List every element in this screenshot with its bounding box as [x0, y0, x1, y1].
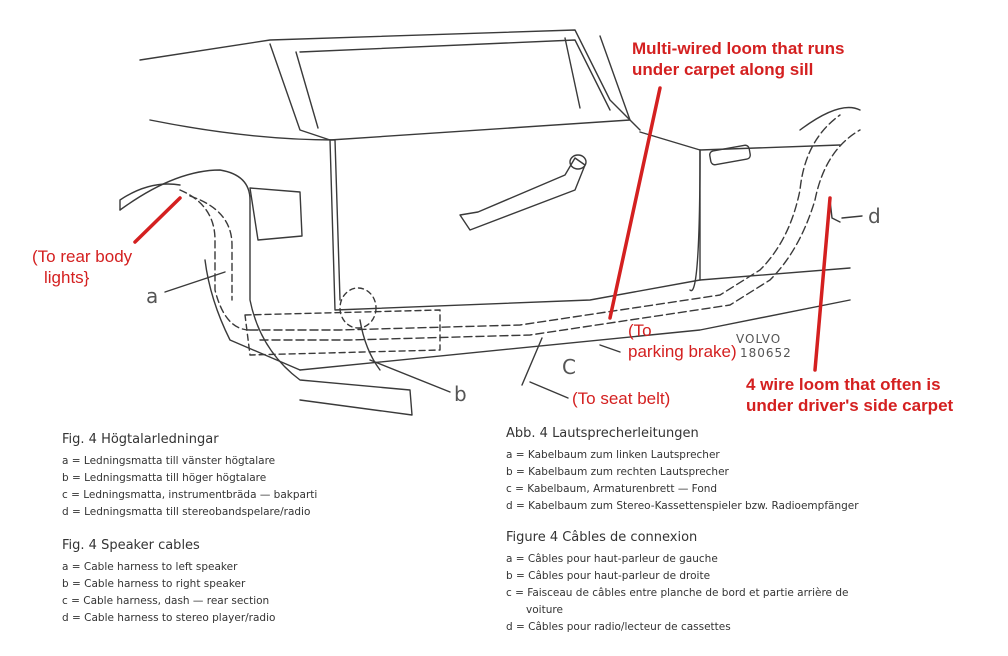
- legend-item: a = Kabelbaum zum linken Lautsprecher: [506, 449, 720, 461]
- legend-item: d = Kabelbaum zum Stereo-Kassettenspiele…: [506, 500, 859, 512]
- legend-item: a = Cable harness to left speaker: [62, 561, 238, 573]
- connector: [709, 144, 751, 166]
- door-outline: [329, 131, 701, 311]
- door-front-edge: [689, 149, 701, 292]
- legend-item: c = Faisceau de câbles entre planche de …: [506, 587, 849, 599]
- legend-item: b = Câbles pour haut-parleur de droite: [506, 570, 711, 582]
- leader-b: [369, 359, 451, 393]
- legend-english: Fig. 4 Speaker cables a = Cable harness …: [62, 538, 275, 627]
- annotation-seat-belt: (To seat belt): [572, 389, 671, 408]
- legend-item: b = Cable harness to right speaker: [62, 578, 246, 590]
- legend-item: c = Ledningsmatta, instrumentbräda — bak…: [62, 489, 318, 501]
- harness-d: [829, 199, 841, 223]
- label-d: d: [868, 204, 881, 228]
- legend-item: d = Cable harness to stereo player/radio: [62, 612, 276, 624]
- leader-a: [164, 271, 226, 293]
- volvo-mark: VOLVO 180652: [736, 332, 792, 360]
- b-pillar: [564, 37, 581, 109]
- main-loom-2: [259, 129, 861, 341]
- front-panel: [799, 106, 861, 131]
- legend-item: d = Câbles pour radio/lecteur de cassett…: [506, 621, 731, 633]
- arrow-rear-lights: [133, 196, 182, 244]
- harness-a-2: [189, 195, 233, 301]
- sill-lower: [299, 299, 851, 371]
- annotation-rear-body-lights: (To rear body lights}: [32, 247, 133, 288]
- legend-german-title: Abb. 4 Lautsprecherleitungen: [506, 426, 699, 441]
- legend-item: c = Cable harness, dash — rear section: [62, 595, 270, 607]
- label-c: C: [562, 355, 576, 379]
- leader-d: [841, 215, 863, 219]
- handle-knob: [569, 154, 587, 170]
- harness-b-loop: [339, 287, 377, 329]
- legend-english-title: Fig. 4 Speaker cables: [62, 538, 200, 553]
- annotation-multi-wired-loom: Multi-wired loom that runs under carpet …: [632, 39, 845, 80]
- side-window-rear: [249, 187, 303, 241]
- rear-wheel-arch: [119, 169, 413, 416]
- rear-quarter: [149, 119, 341, 301]
- leader-seat-belt: [529, 381, 569, 399]
- legend-item: d = Ledningsmatta till stereobandspelare…: [62, 506, 311, 518]
- annotation-parking-brake: (To parking brake): [628, 321, 737, 362]
- legend-german: Abb. 4 Lautsprecherleitungen a = Kabelba…: [506, 426, 859, 515]
- label-b: b: [454, 382, 467, 406]
- legend-item: voiture: [506, 604, 563, 616]
- leader-c: [521, 337, 543, 386]
- legend-item: b = Kabelbaum zum rechten Lautsprecher: [506, 466, 729, 478]
- door-handle: [459, 157, 586, 231]
- roof-line: [139, 29, 641, 131]
- arrow-multi-loom: [608, 86, 662, 320]
- legend-item: b = Ledningsmatta till höger högtalare: [62, 472, 267, 484]
- legend-french-title: Figure 4 Câbles de connexion: [506, 530, 698, 545]
- legend-french: Figure 4 Câbles de connexion a = Câbles …: [506, 530, 848, 636]
- main-loom: [249, 114, 841, 331]
- label-a: a: [146, 284, 159, 308]
- rear-body-edge: [119, 183, 181, 211]
- legend-swedish-title: Fig. 4 Högtalarledningar: [62, 432, 219, 447]
- harness-a: [179, 189, 251, 331]
- lower-body: [204, 259, 301, 371]
- leader-parking: [599, 344, 621, 353]
- legend-item: a = Câbles pour haut-parleur de gauche: [506, 553, 718, 565]
- harness-b: [359, 319, 381, 371]
- legend-item: c = Kabelbaum, Armaturenbrett — Fond: [506, 483, 718, 495]
- legend-swedish: Fig. 4 Högtalarledningar a = Ledningsmat…: [62, 432, 317, 521]
- window-inner: [295, 39, 611, 129]
- annotation-four-wire-loom: 4 wire loom that often is under driver's…: [746, 375, 954, 416]
- legend-item: a = Ledningsmatta till vänster högtalare: [62, 455, 276, 467]
- arrow-four-wire: [813, 196, 832, 372]
